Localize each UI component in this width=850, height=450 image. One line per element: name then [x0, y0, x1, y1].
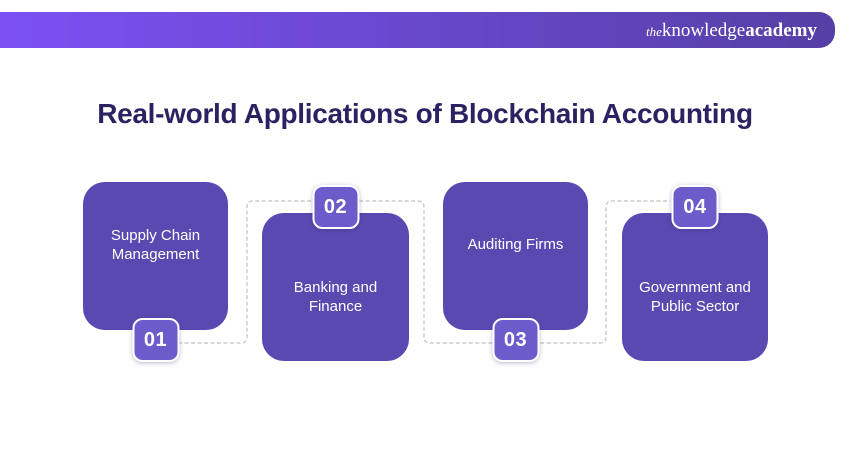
number-badge: 01 [132, 318, 179, 362]
card-label: Government and Public Sector [639, 278, 751, 315]
card-label: Banking and Finance [293, 278, 378, 315]
card-label: Supply Chain Management [110, 226, 201, 263]
header-bar: theknowledgeacademy [0, 12, 835, 48]
card-government-and-public-sector: Government and Public Sector 04 [622, 185, 768, 361]
card-supply-chain-management: Supply Chain Management 01 [83, 182, 228, 362]
brand-logo: theknowledgeacademy [646, 21, 817, 40]
logo-academy: academy [745, 19, 817, 41]
card-banking-and-finance: Banking and Finance 02 [262, 185, 409, 361]
card-auditing-firms: Auditing Firms 03 [443, 182, 588, 362]
card-label: Auditing Firms [467, 236, 564, 254]
logo-knowledge: knowledge [661, 19, 746, 41]
logo-the: the [645, 23, 662, 39]
number-badge: 02 [312, 185, 359, 229]
page-title: Real-world Applications of Blockchain Ac… [97, 98, 753, 129]
number-badge: 03 [492, 318, 539, 362]
number-badge: 04 [671, 185, 719, 229]
